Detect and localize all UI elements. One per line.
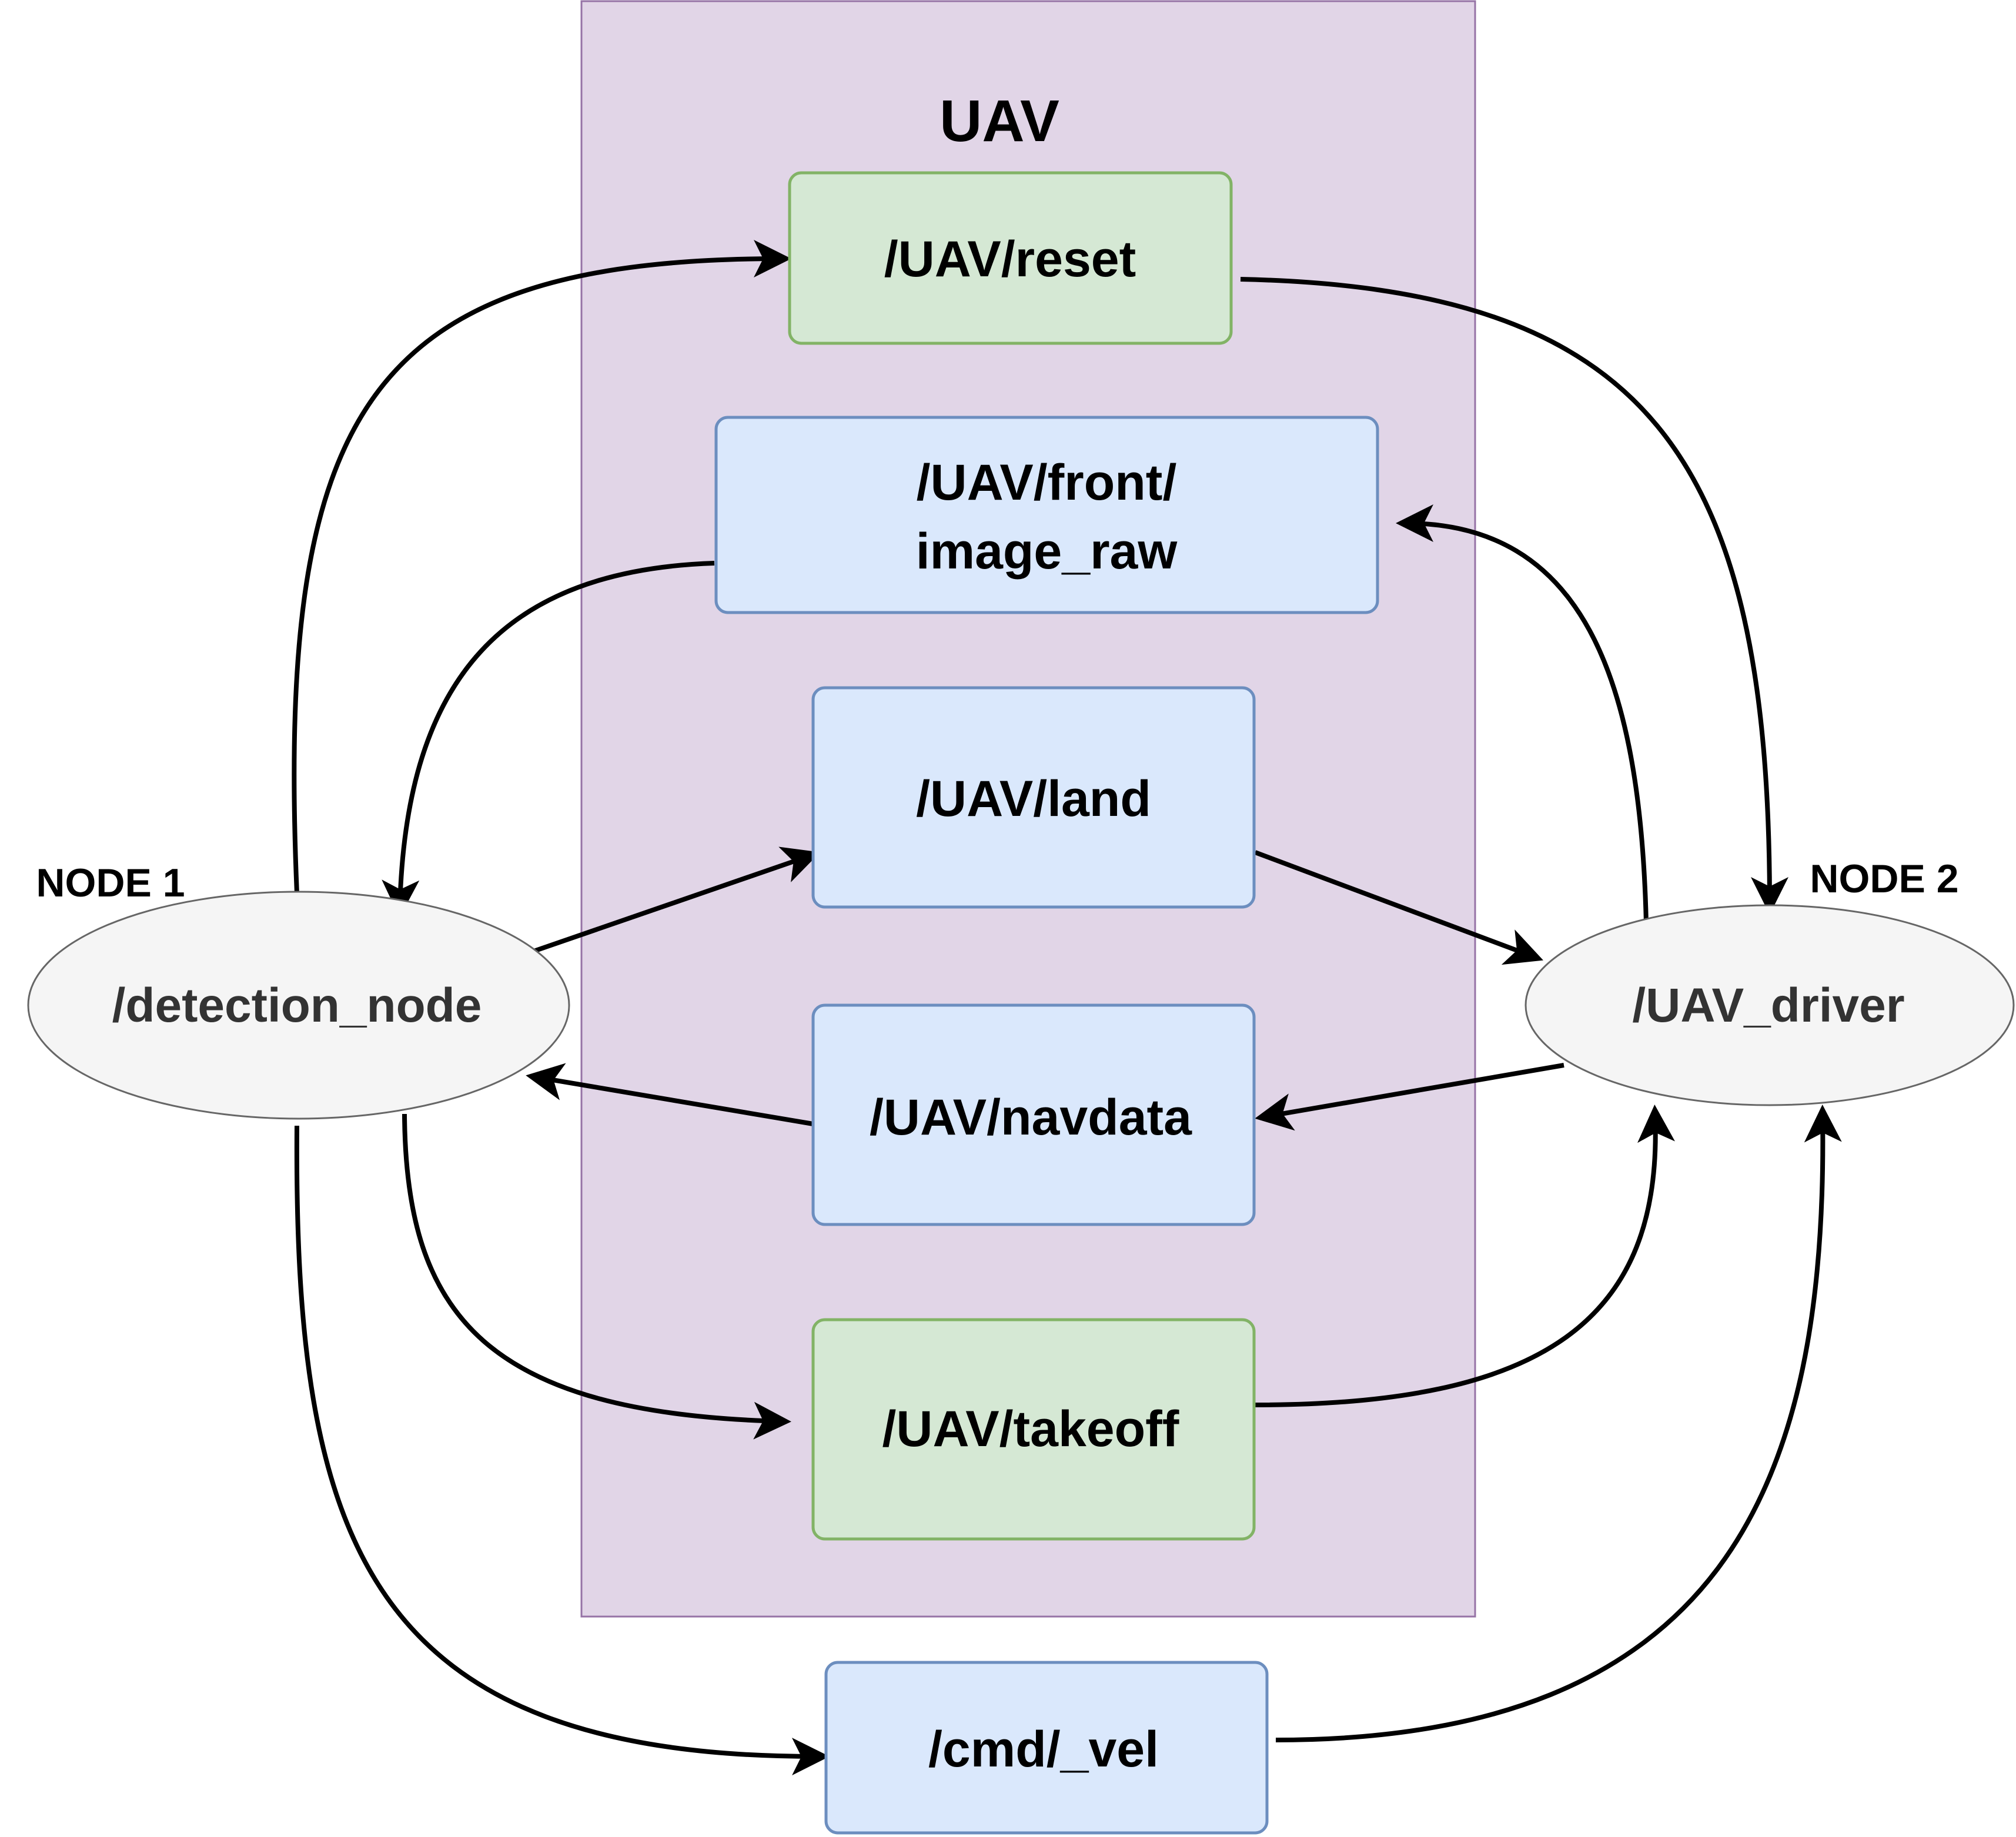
topic-land: /UAV/land (811, 686, 1256, 909)
node-1-name: /detection_node (112, 979, 482, 1032)
topic-front-image-raw-label-line2: image_raw (916, 523, 1178, 580)
topic-reset-label: /UAV/reset (884, 231, 1136, 287)
edge-detection-to-land (533, 846, 821, 953)
topic-front-image-raw: /UAV/front/ image_raw (714, 416, 1379, 614)
edge-detection-to-reset (292, 240, 791, 894)
topic-navdata: /UAV/navdata (811, 1003, 1256, 1226)
topic-takeoff-label: /UAV/takeoff (882, 1401, 1179, 1457)
edge-cmdvel-to-driver (1275, 1105, 1842, 1742)
topic-reset: /UAV/reset (788, 171, 1233, 345)
topic-reset-box (788, 171, 1233, 345)
topic-cmd-vel-box (824, 1661, 1269, 1835)
node-2-ellipse (1524, 904, 2015, 1106)
edge-driver-to-navdata (1255, 1063, 1564, 1131)
edge-detection-to-cmdvel (294, 1125, 830, 1776)
node-1-ellipse (27, 891, 570, 1120)
topic-takeoff-box (811, 1318, 1256, 1541)
edge-reset-to-driver (1240, 277, 1788, 915)
topic-cmd-vel: /cmd/_vel (824, 1661, 1269, 1835)
edge-image-to-detection (382, 561, 715, 918)
edge-driver-to-image (1396, 504, 1649, 923)
topic-land-label: /UAV/land (916, 771, 1151, 827)
node-2-caption: NODE 2 (1810, 856, 1958, 901)
topic-navdata-label: /UAV/navdata (870, 1089, 1192, 1146)
node-1: NODE 1 /detection_node (27, 861, 570, 1120)
topic-takeoff: /UAV/takeoff (811, 1318, 1256, 1541)
topic-navdata-box (811, 1003, 1256, 1226)
node-2-name: /UAV_driver (1632, 979, 1904, 1032)
edge-navdata-to-detection (526, 1063, 814, 1126)
topic-front-image-raw-label-line1: /UAV/front/ (917, 454, 1177, 511)
node-2: NODE 2 /UAV_driver (1524, 856, 2015, 1106)
topic-land-box (811, 686, 1256, 909)
edge-land-to-driver (1254, 850, 1543, 965)
node-1-caption: NODE 1 (36, 861, 185, 905)
topic-front-image-raw-box (714, 416, 1379, 614)
edge-detection-to-takeoff (402, 1113, 791, 1440)
edge-takeoff-to-driver (1255, 1105, 1675, 1407)
topic-cmd-vel-label: /cmd/_vel (928, 1721, 1159, 1778)
uav-group-title: UAV (940, 88, 1059, 154)
edges (292, 240, 1842, 1776)
